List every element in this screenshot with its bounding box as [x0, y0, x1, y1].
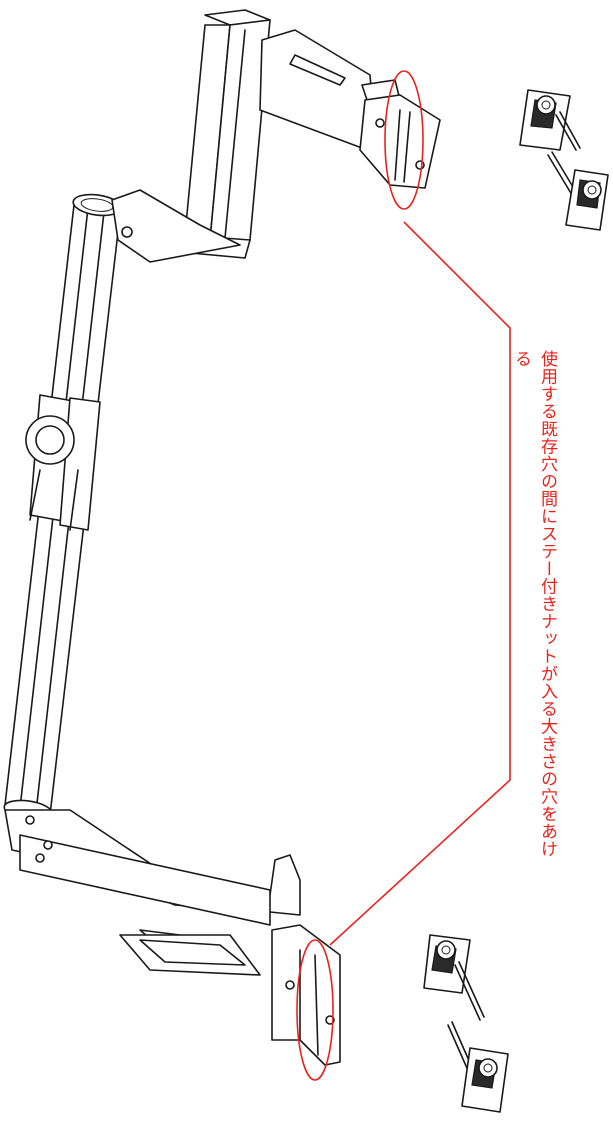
upper-hole-highlight — [384, 70, 424, 210]
stay-nut-icon — [461, 1047, 509, 1113]
leader-line — [329, 221, 511, 946]
lower-arm-plate — [4, 809, 341, 1066]
stay-nut-icon — [519, 89, 571, 151]
highlight-markers — [296, 70, 511, 1081]
upper-arm-plate — [259, 29, 441, 189]
bolt-icon — [555, 111, 581, 151]
bolt-icon — [454, 961, 485, 1021]
tube-clamp-icon — [25, 394, 101, 531]
lower-hole-highlight — [296, 939, 334, 1081]
annotation-text: 使用する既存穴の間にステー付きナットが入る大きさの穴をあける — [511, 350, 557, 858]
bracket-icon — [111, 189, 241, 263]
stay-nut-icon — [565, 169, 609, 231]
stay-nut-icon — [423, 934, 471, 994]
